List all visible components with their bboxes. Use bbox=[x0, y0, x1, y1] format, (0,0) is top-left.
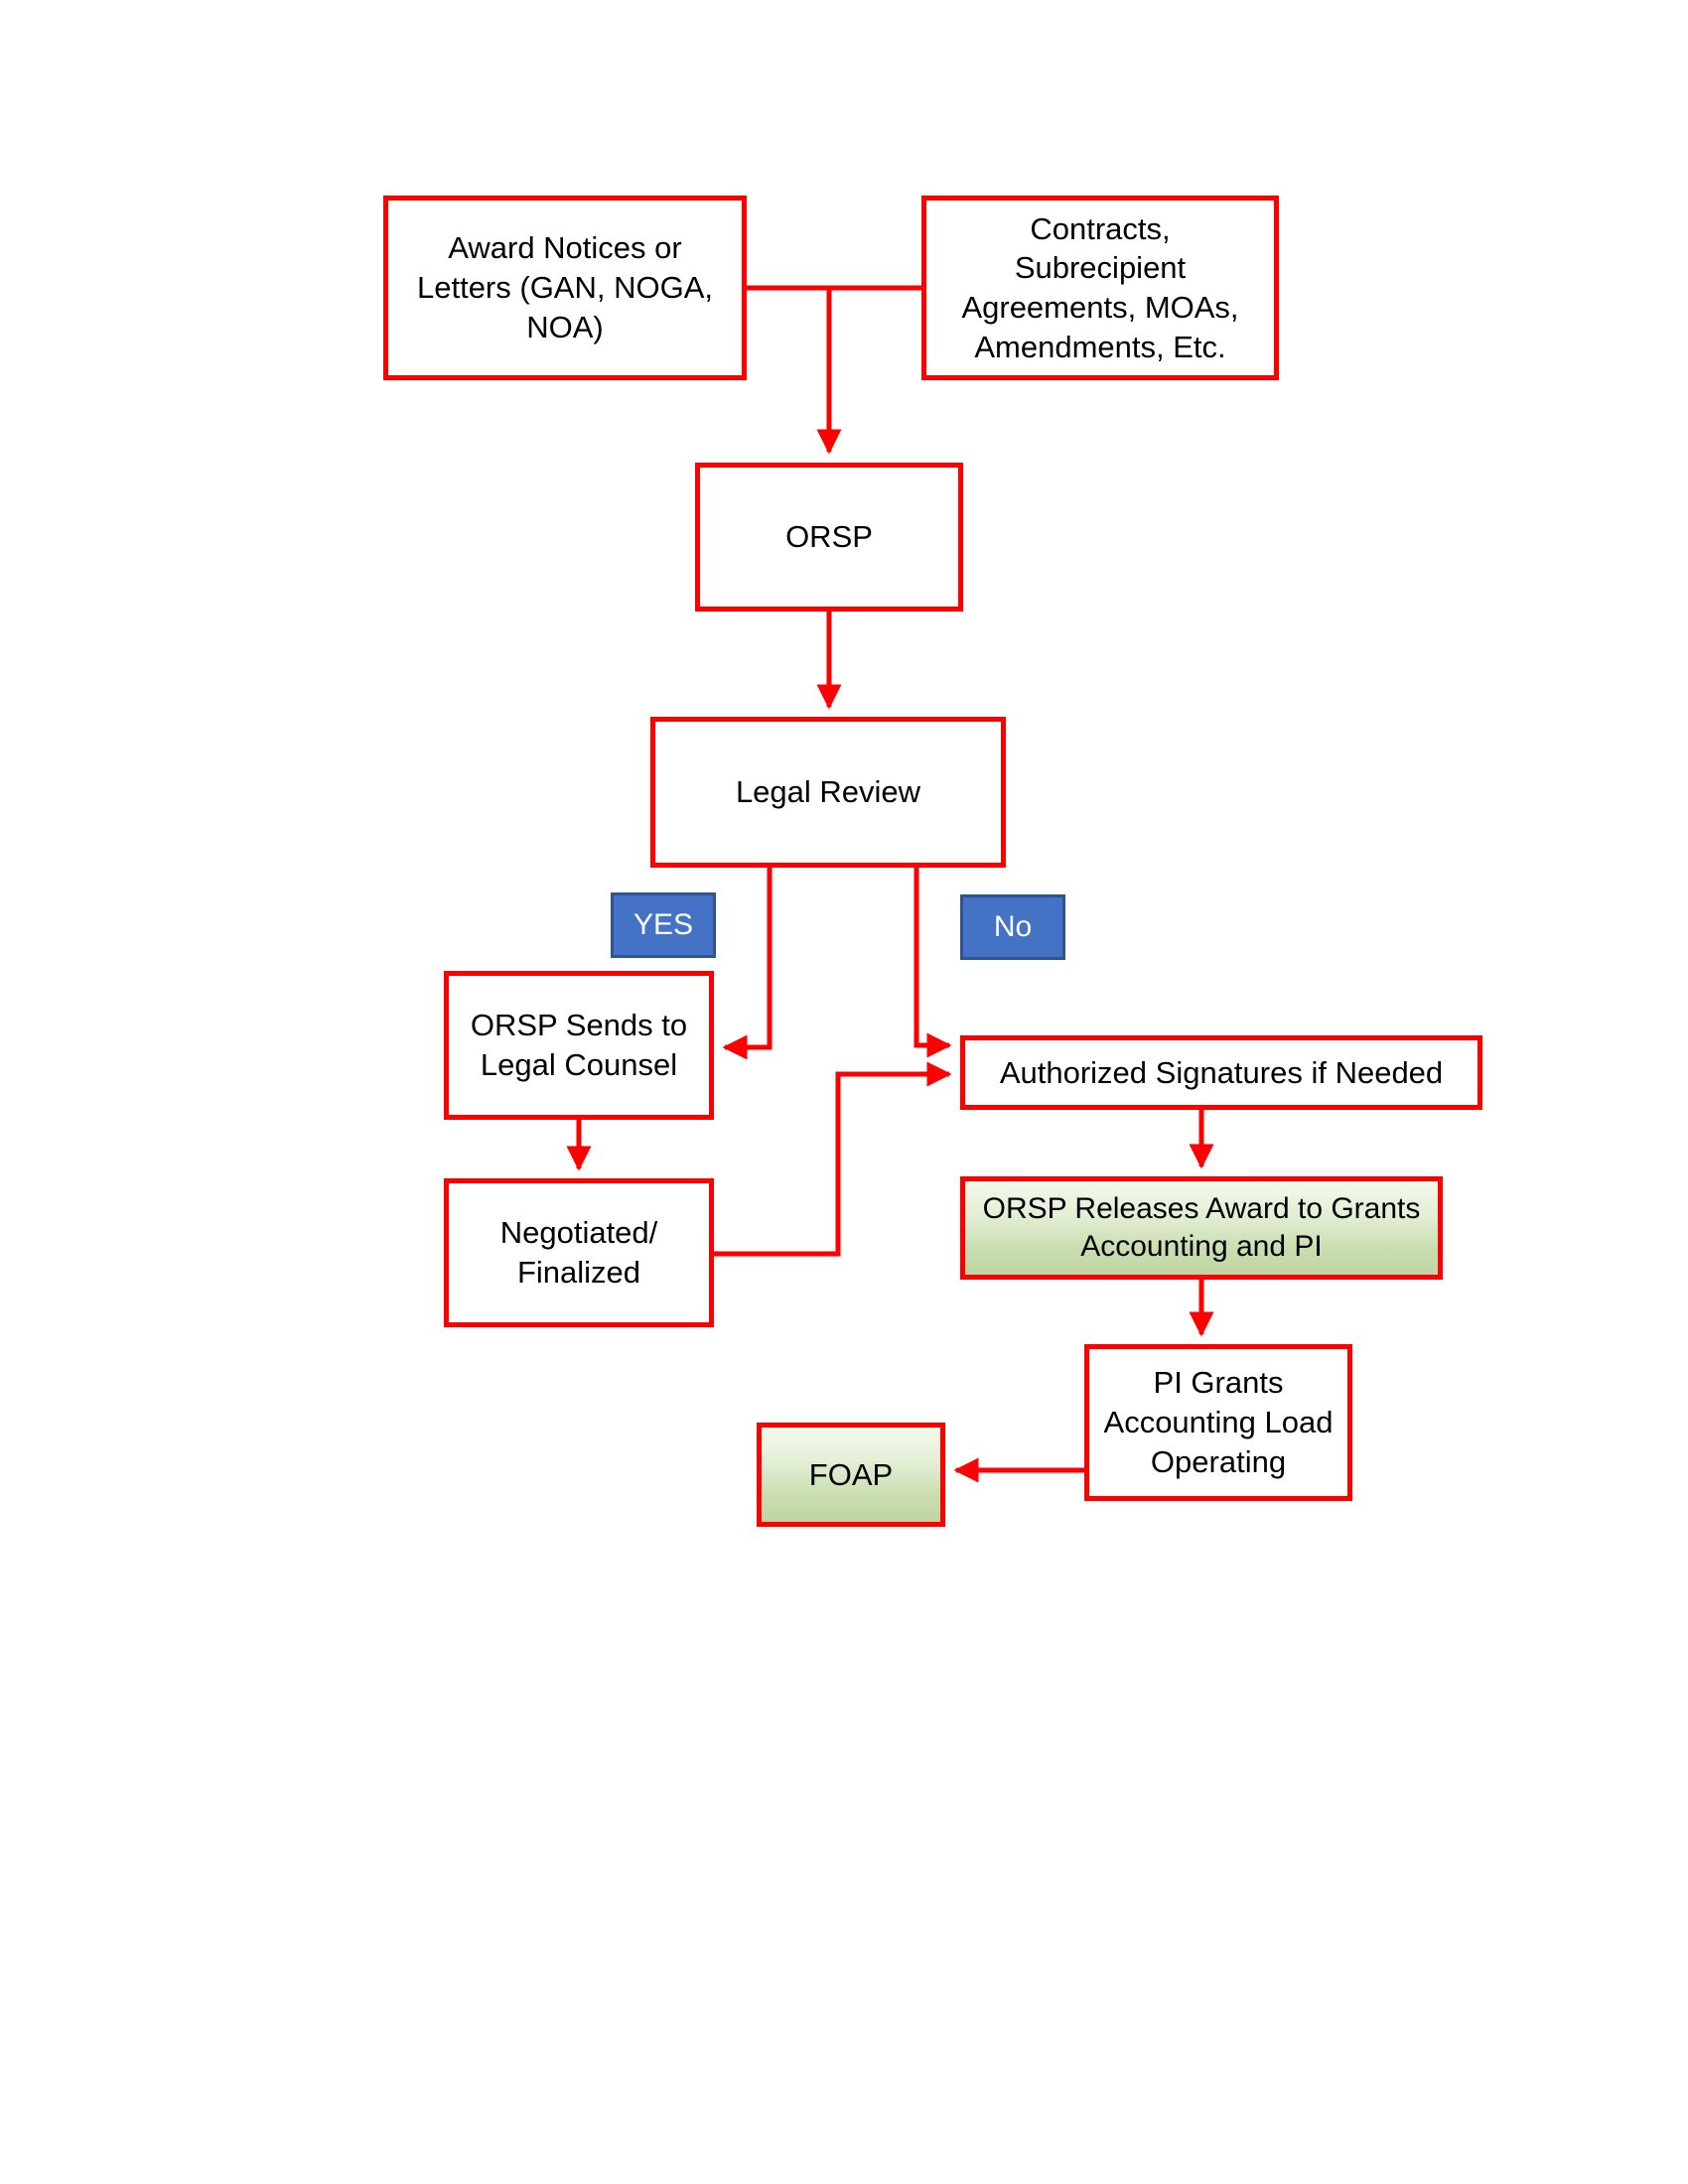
badge-no-label: No bbox=[993, 909, 1033, 943]
node-pi-grants[interactable]: PI Grants Accounting Load Operating bbox=[1084, 1344, 1352, 1501]
node-award-notices-label: Award Notices or Letters (GAN, NOGA, NOA… bbox=[416, 230, 713, 344]
node-orsp-sends-legal-label: ORSP Sends to Legal Counsel bbox=[470, 1008, 688, 1082]
node-orsp-sends-legal[interactable]: ORSP Sends to Legal Counsel bbox=[444, 971, 714, 1120]
edge-legal-review-yes bbox=[722, 868, 773, 1060]
node-negotiated-finalized-label: Negotiated/ Finalized bbox=[499, 1215, 658, 1290]
node-orsp[interactable]: ORSP bbox=[695, 463, 963, 612]
edge-legal-review-no bbox=[914, 868, 952, 1058]
badge-yes-label: YES bbox=[633, 907, 694, 941]
node-authorized-signatures-label: Authorized Signatures if Needed bbox=[999, 1054, 1444, 1090]
node-legal-review-label: Legal Review bbox=[735, 774, 921, 810]
node-orsp-releases[interactable]: ORSP Releases Award to Grants Accounting… bbox=[960, 1176, 1443, 1280]
node-award-notices[interactable]: Award Notices or Letters (GAN, NOGA, NOA… bbox=[383, 196, 747, 380]
node-pi-grants-label: PI Grants Accounting Load Operating bbox=[1103, 1365, 1334, 1479]
node-orsp-label: ORSP bbox=[785, 519, 873, 555]
node-negotiated-finalized[interactable]: Negotiated/ Finalized bbox=[444, 1178, 714, 1327]
node-foap[interactable]: FOAP bbox=[757, 1423, 945, 1527]
node-contracts[interactable]: Contracts, Subrecipient Agreements, MOAs… bbox=[921, 196, 1279, 380]
node-foap-label: FOAP bbox=[808, 1456, 894, 1492]
node-contracts-label: Contracts, Subrecipient Agreements, MOAs… bbox=[961, 210, 1239, 364]
node-legal-review[interactable]: Legal Review bbox=[650, 717, 1006, 868]
badge-yes[interactable]: YES bbox=[611, 892, 716, 958]
node-authorized-signatures[interactable]: Authorized Signatures if Needed bbox=[960, 1035, 1482, 1110]
node-orsp-releases-label: ORSP Releases Award to Grants Accounting… bbox=[982, 1191, 1421, 1263]
edge-negotiated-to-signatures bbox=[714, 1061, 952, 1257]
badge-no[interactable]: No bbox=[960, 894, 1065, 960]
